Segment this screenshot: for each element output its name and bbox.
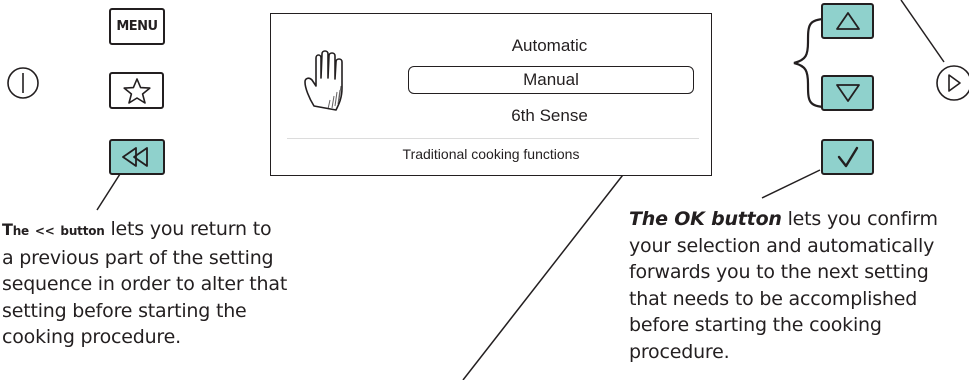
power-icon: [7, 67, 39, 99]
ok-button-caption: The OK button lets you confirm your sele…: [629, 206, 969, 365]
back-leader-line: [96, 173, 121, 211]
star-icon: [122, 77, 151, 104]
ok-caption-line-2: your selection and automatically: [629, 234, 935, 257]
triangle-right-icon: [936, 65, 969, 101]
ok-caption-line-5: before starting the cooking: [629, 314, 882, 336]
back-caption-line-1: The << button lets you return to: [2, 218, 272, 240]
ok-button[interactable]: [821, 139, 874, 175]
checkmark-icon: [837, 146, 858, 168]
back-caption-line-2: a previous part of the setting: [2, 246, 274, 269]
hand-icon: [304, 50, 343, 111]
back-caption-line-5: cooking procedure.: [2, 326, 181, 348]
menu-button[interactable]: MENU: [109, 8, 165, 45]
option-manual-selected[interactable]: Manual: [408, 66, 694, 94]
power-button[interactable]: [6, 66, 40, 100]
favourite-button[interactable]: [109, 72, 164, 109]
ok-caption-line-1: The OK button lets you confirm: [629, 208, 938, 230]
back-button-caption: The << button lets you return to a previ…: [2, 216, 332, 351]
back-button[interactable]: [109, 139, 165, 175]
option-6th-sense[interactable]: 6th Sense: [511, 106, 588, 125]
option-automatic[interactable]: Automatic: [511, 36, 588, 55]
display-divider: [287, 138, 699, 139]
down-button[interactable]: [821, 75, 874, 111]
rewind-icon: [122, 147, 148, 167]
ok-caption-line-6: procedure.: [629, 340, 730, 363]
up-button[interactable]: [821, 3, 874, 39]
oven-display: Automatic Manual 6th Sense Traditional c…: [270, 13, 712, 176]
display-status-text: Traditional cooking functions: [402, 146, 580, 162]
triangle-down-icon: [835, 84, 860, 102]
ok-caption-line-3: forwards you to the next setting: [629, 261, 929, 283]
menu-button-label: MENU: [116, 19, 158, 34]
triangle-up-icon: [835, 12, 860, 30]
next-button[interactable]: [935, 64, 969, 102]
back-caption-line-4: setting before starting the: [2, 299, 247, 322]
back-caption-line-3: sequence in order to alter that: [2, 273, 288, 295]
next-leader-line: [900, 0, 945, 63]
ok-leader-line: [761, 169, 821, 199]
ok-caption-line-4: that needs to be accomplished: [629, 287, 918, 310]
